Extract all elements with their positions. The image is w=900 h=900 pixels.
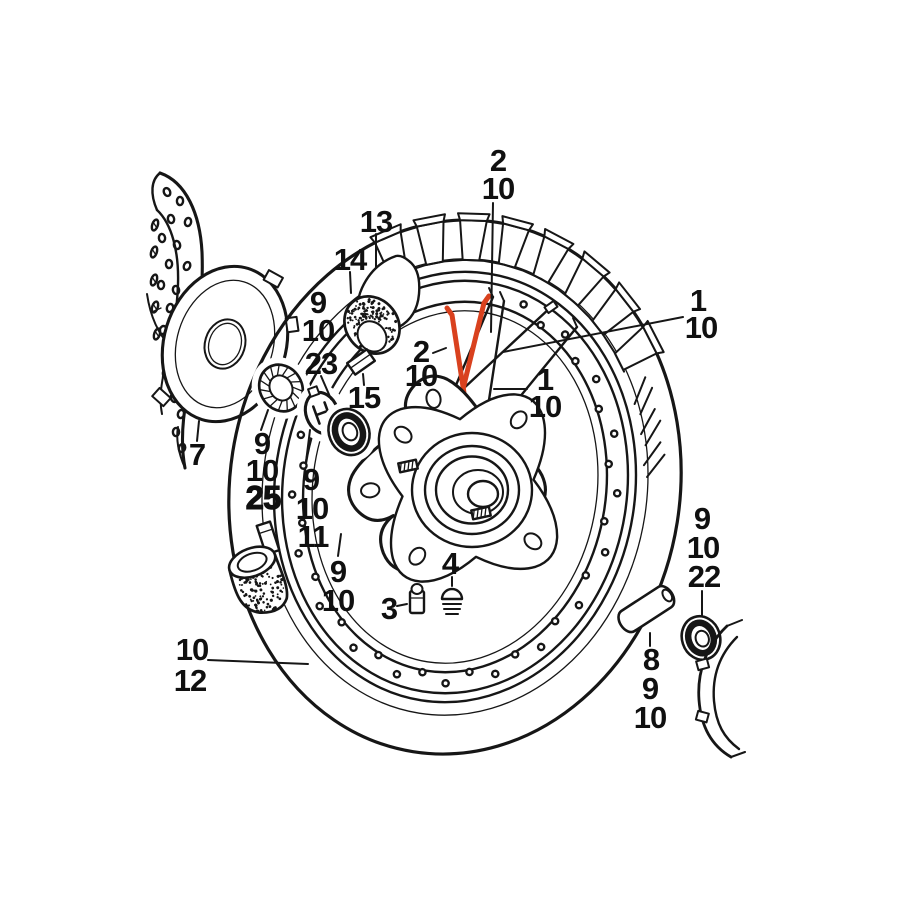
- part-label-10-11: 10: [685, 310, 717, 345]
- spoke-nipple: [543, 299, 559, 315]
- rim-outer-edge: [280, 279, 630, 695]
- leader-line-5: [502, 316, 684, 353]
- rim-section-cylinder: [227, 545, 289, 614]
- leader-line-11: [396, 603, 408, 607]
- tire-sidewall-line: [261, 258, 649, 716]
- part-label-13-2: 13: [360, 204, 393, 239]
- highlighted-spoke: [450, 293, 492, 433]
- plate-notch: [151, 386, 172, 408]
- leader-line-3: [320, 375, 332, 400]
- part-label-15-9: 15: [348, 380, 381, 415]
- leader-line-4: [432, 347, 447, 354]
- part-label-23-6: 23: [305, 346, 338, 381]
- tire-outer-edge: [227, 218, 683, 756]
- part-label-9-18: 9: [303, 462, 320, 497]
- axle-spacer: [617, 584, 676, 634]
- plate-notch: [284, 315, 300, 334]
- front-hub: [347, 374, 559, 583]
- threaded-plug: [440, 587, 464, 615]
- hub-spoke-slot: [397, 458, 419, 474]
- leader-line-7: [196, 420, 200, 442]
- part-label-9-31: 9: [642, 671, 659, 706]
- hub-spoke-slot: [470, 505, 492, 521]
- part-label-9-21: 9: [330, 554, 347, 589]
- wheel: [227, 212, 683, 756]
- inner-tube-section: [343, 295, 401, 355]
- part-label-1-10: 1: [690, 283, 707, 318]
- part-label-4-24: 4: [442, 546, 460, 581]
- wheel-bearing: [321, 401, 377, 463]
- part-label-14-3: 14: [334, 242, 368, 277]
- leader-lines: [196, 202, 703, 665]
- part-label-10-25: 10: [176, 632, 208, 667]
- wheel-bearing-right: [680, 614, 722, 662]
- part-label-10-5: 10: [302, 313, 334, 348]
- part-label-8-30: 8: [643, 642, 660, 677]
- part-label-2-7: 2: [413, 334, 429, 369]
- part-label-9-15: 9: [254, 426, 271, 461]
- part-label-22-29: 22: [688, 559, 720, 594]
- part-label-10-1: 10: [482, 171, 514, 206]
- part-label-10-16: 10: [246, 453, 278, 488]
- part-label-10-32: 10: [634, 700, 666, 735]
- part-label-1-12: 1: [537, 362, 554, 397]
- part-label-7-14: 7: [189, 437, 205, 472]
- dust-cover-plate-right: [694, 619, 746, 759]
- leader-line-9: [305, 429, 311, 463]
- leader-line-2: [349, 271, 352, 294]
- part-label-10-19: 10: [296, 491, 328, 526]
- leader-line-10: [337, 533, 342, 557]
- leader-line-8: [260, 409, 269, 431]
- hub-front-flange: [377, 393, 559, 583]
- tire-cut-section: [343, 254, 421, 376]
- brake-disc: [146, 171, 204, 470]
- part-label-9-27: 9: [694, 501, 711, 536]
- spoke-nipple-holes: [287, 300, 622, 688]
- part-label-3-23: 3: [381, 591, 398, 626]
- plate-notch: [262, 269, 284, 289]
- part-label-25-17: 25: [246, 479, 281, 516]
- part-label-10-8: 10: [405, 358, 437, 393]
- part-label-10-22: 10: [322, 583, 354, 618]
- tire-bead-line: [272, 270, 638, 704]
- rim-band-tab: [345, 348, 377, 376]
- rim-cut-section: [227, 520, 289, 614]
- part-label-2-0: 2: [490, 143, 506, 178]
- leader-line-0: [490, 202, 494, 333]
- part-label-12-26: 12: [174, 663, 206, 698]
- part-label-11-20: 11: [298, 519, 330, 554]
- part-label-10-28: 10: [687, 530, 719, 565]
- part-label-9-4: 9: [310, 285, 327, 320]
- tire-tread-blocks: [369, 212, 666, 478]
- leader-line-13: [207, 659, 309, 665]
- valve-stem: [408, 583, 426, 615]
- oil-seal: [251, 357, 311, 419]
- part-label-10-13: 10: [529, 389, 561, 424]
- leader-line-16: [362, 373, 365, 386]
